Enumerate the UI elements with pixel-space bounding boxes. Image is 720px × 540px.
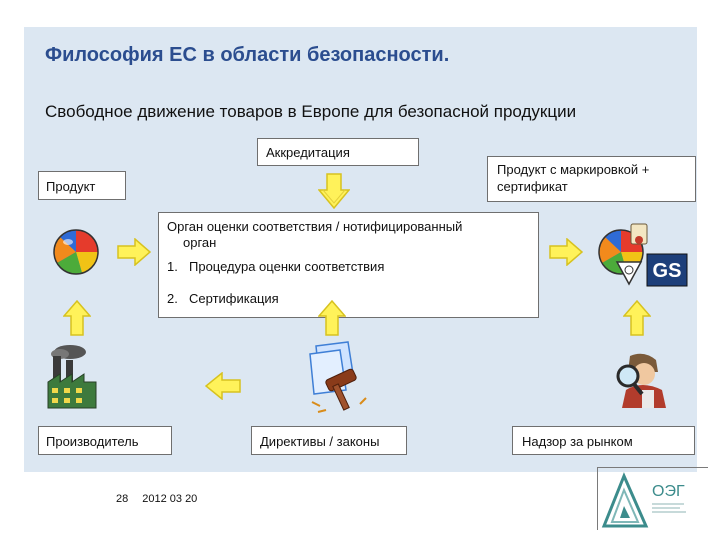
- inspector-magnifier-icon: [616, 353, 666, 408]
- slide-subtitle: Свободное движение товаров в Европе для …: [45, 102, 577, 121]
- slide-title: Философия ЕС в области безопасности.: [45, 44, 450, 66]
- oeg-logo: ОЭГ: [601, 472, 686, 528]
- logo-frame: [597, 467, 708, 530]
- arrow-right-icon: [117, 238, 151, 266]
- arrow-up-icon: [318, 300, 346, 336]
- svg-text:GS: GS: [653, 260, 682, 282]
- factory-icon: [47, 345, 97, 409]
- step-number: 1.: [167, 259, 178, 274]
- arrow-down-icon: [318, 173, 350, 209]
- footer-page-number: 28: [116, 493, 129, 505]
- beach-ball-with-certificate-icon: GS: [598, 223, 688, 287]
- manufacturer-box: Производитель: [38, 426, 172, 455]
- beach-ball-icon: [53, 229, 99, 275]
- step-number: 2.: [167, 291, 178, 306]
- marked-product-line2: сертификат: [497, 179, 568, 194]
- directives-label: Директивы / законы: [260, 434, 380, 449]
- footer-date: 28 2012 03 20: [116, 493, 197, 505]
- conformity-body-box: Орган оценки соответствия / нотифицирова…: [158, 212, 539, 318]
- marked-product-box: Продукт с маркировкой + сертификат: [487, 156, 696, 202]
- gavel-icon: [309, 341, 367, 413]
- manufacturer-label: Производитель: [46, 434, 139, 449]
- arrow-left-icon: [205, 372, 241, 400]
- product-label: Продукт: [46, 179, 96, 194]
- market-surveillance-box: Надзор за рынком: [512, 426, 695, 455]
- directives-box: Директивы / законы: [251, 426, 407, 455]
- step-item: 1. Процедура оценки соответствия: [167, 259, 538, 275]
- accreditation-box: Аккредитация: [257, 138, 419, 166]
- step-text: Сертификация: [189, 291, 279, 306]
- footer-date-text: 2012 03 20: [142, 493, 198, 505]
- conformity-body-line2: орган: [183, 235, 217, 250]
- arrow-up-icon: [63, 300, 91, 336]
- step-item: 2. Сертификация: [167, 291, 538, 307]
- accreditation-label: Аккредитация: [266, 145, 350, 160]
- arrow-right-icon: [549, 238, 583, 266]
- arrow-up-icon: [623, 300, 651, 336]
- conformity-body-line1: Орган оценки соответствия / нотифицирова…: [167, 219, 463, 234]
- logo-text: ОЭГ: [652, 483, 685, 500]
- product-box: Продукт: [38, 171, 126, 200]
- marked-product-line1: Продукт с маркировкой +: [497, 162, 650, 177]
- market-surveillance-label: Надзор за рынком: [522, 434, 633, 449]
- step-text: Процедура оценки соответствия: [189, 259, 385, 274]
